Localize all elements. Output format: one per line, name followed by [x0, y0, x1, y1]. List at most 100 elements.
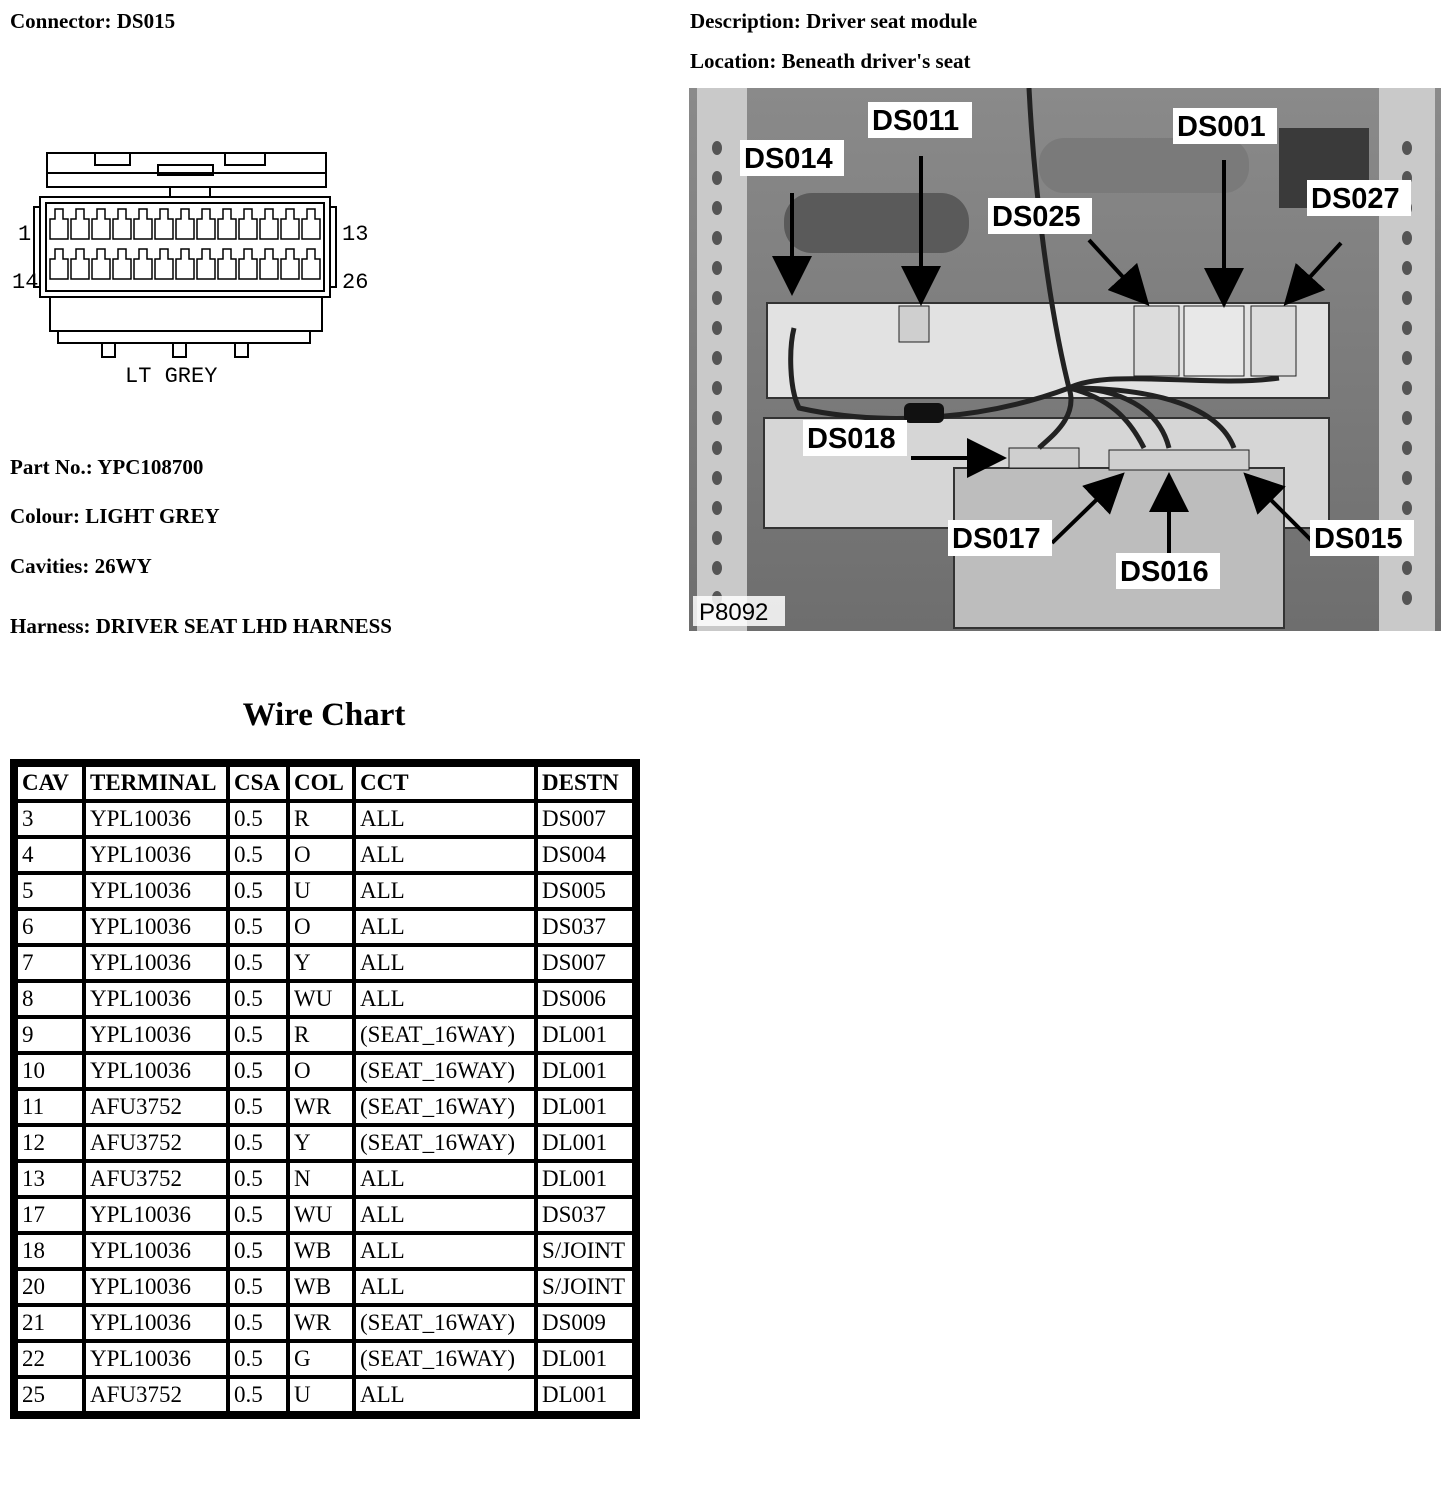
cell-csa: 0.5 — [230, 875, 286, 907]
cell-terminal: YPL10036 — [86, 1307, 226, 1339]
cell-destn: DS004 — [538, 839, 632, 871]
cell-col: Y — [290, 1127, 352, 1159]
cell-cav: 5 — [18, 875, 82, 907]
callout-ds025: DS025 — [992, 201, 1081, 233]
cell-cct: ALL — [356, 1379, 534, 1411]
cell-csa: 0.5 — [230, 947, 286, 979]
cell-csa: 0.5 — [230, 1127, 286, 1159]
col-header-cav: CAV — [18, 767, 82, 799]
connector-colour-text: LT GREY — [125, 364, 217, 389]
col-header-col: COL — [290, 767, 352, 799]
cell-terminal: AFU3752 — [86, 1091, 226, 1123]
cell-col: WB — [290, 1235, 352, 1267]
cell-cav: 13 — [18, 1163, 82, 1195]
cell-destn: DL001 — [538, 1163, 632, 1195]
cell-csa: 0.5 — [230, 911, 286, 943]
cell-cct: ALL — [356, 1163, 534, 1195]
col-header-terminal: TERMINAL — [86, 767, 226, 799]
pin-label-14: 14 — [12, 270, 38, 295]
col-header-destn: DESTN — [538, 767, 632, 799]
cell-cct: ALL — [356, 947, 534, 979]
cell-cav: 20 — [18, 1271, 82, 1303]
cell-csa: 0.5 — [230, 1199, 286, 1231]
cell-col: WU — [290, 983, 352, 1015]
cell-cav: 12 — [18, 1127, 82, 1159]
cell-destn: S/JOINT — [538, 1271, 632, 1303]
cell-destn: DS005 — [538, 875, 632, 907]
cell-csa: 0.5 — [230, 803, 286, 835]
cavities-label: Cavities: 26WY — [10, 554, 152, 578]
col-header-cct: CCT — [356, 767, 534, 799]
cell-terminal: YPL10036 — [86, 803, 226, 835]
cell-cct: (SEAT_16WAY) — [356, 1055, 534, 1087]
cell-terminal: AFU3752 — [86, 1127, 226, 1159]
cell-col: Y — [290, 947, 352, 979]
connector-label: Connector: DS015 — [10, 9, 176, 33]
cell-col: WR — [290, 1307, 352, 1339]
cell-terminal: YPL10036 — [86, 875, 226, 907]
cell-destn: DS037 — [538, 1199, 632, 1231]
cell-cav: 21 — [18, 1307, 82, 1339]
cell-cct: ALL — [356, 1199, 534, 1231]
cell-csa: 0.5 — [230, 839, 286, 871]
cell-csa: 0.5 — [230, 1379, 286, 1411]
cell-destn: DL001 — [538, 1055, 632, 1087]
photo-id: P8092 — [699, 599, 768, 626]
cell-csa: 0.5 — [230, 983, 286, 1015]
harness-label: Harness: DRIVER SEAT LHD HARNESS — [10, 614, 392, 638]
callout-ds001: DS001 — [1177, 111, 1266, 143]
callout-ds016: DS016 — [1120, 556, 1209, 588]
colour-label: Colour: LIGHT GREY — [10, 504, 220, 528]
cell-cct: (SEAT_16WAY) — [356, 1091, 534, 1123]
cell-col: O — [290, 839, 352, 871]
cell-destn: DS037 — [538, 911, 632, 943]
cell-csa: 0.5 — [230, 1271, 286, 1303]
cell-col: O — [290, 911, 352, 943]
cell-col: R — [290, 803, 352, 835]
cell-destn: DL001 — [538, 1379, 632, 1411]
cell-csa: 0.5 — [230, 1055, 286, 1087]
cell-cav: 9 — [18, 1019, 82, 1051]
pin-label-26: 26 — [342, 270, 368, 295]
pin-label-13: 13 — [342, 222, 368, 247]
cell-terminal: YPL10036 — [86, 839, 226, 871]
description-label: Description: Driver seat module — [690, 9, 978, 33]
connector-diagram: 1 13 14 26 LT GREY — [12, 152, 368, 389]
cell-terminal: AFU3752 — [86, 1379, 226, 1411]
cell-cav: 18 — [18, 1235, 82, 1267]
callout-ds018: DS018 — [807, 423, 896, 455]
cell-terminal: YPL10036 — [86, 947, 226, 979]
cell-terminal: YPL10036 — [86, 1055, 226, 1087]
cell-cav: 8 — [18, 983, 82, 1015]
cell-cct: (SEAT_16WAY) — [356, 1343, 534, 1375]
cell-col: R — [290, 1019, 352, 1051]
cell-destn: DL001 — [538, 1343, 632, 1375]
cell-cav: 4 — [18, 839, 82, 871]
cell-terminal: YPL10036 — [86, 983, 226, 1015]
wire-chart-title: Wire Chart — [242, 697, 406, 733]
cell-col: WU — [290, 1199, 352, 1231]
cell-destn: DS006 — [538, 983, 632, 1015]
cell-terminal: YPL10036 — [86, 1019, 226, 1051]
cell-csa: 0.5 — [230, 1163, 286, 1195]
cell-destn: DS009 — [538, 1307, 632, 1339]
cell-terminal: YPL10036 — [86, 1235, 226, 1267]
cell-cct: ALL — [356, 839, 534, 871]
cell-cct: ALL — [356, 803, 534, 835]
